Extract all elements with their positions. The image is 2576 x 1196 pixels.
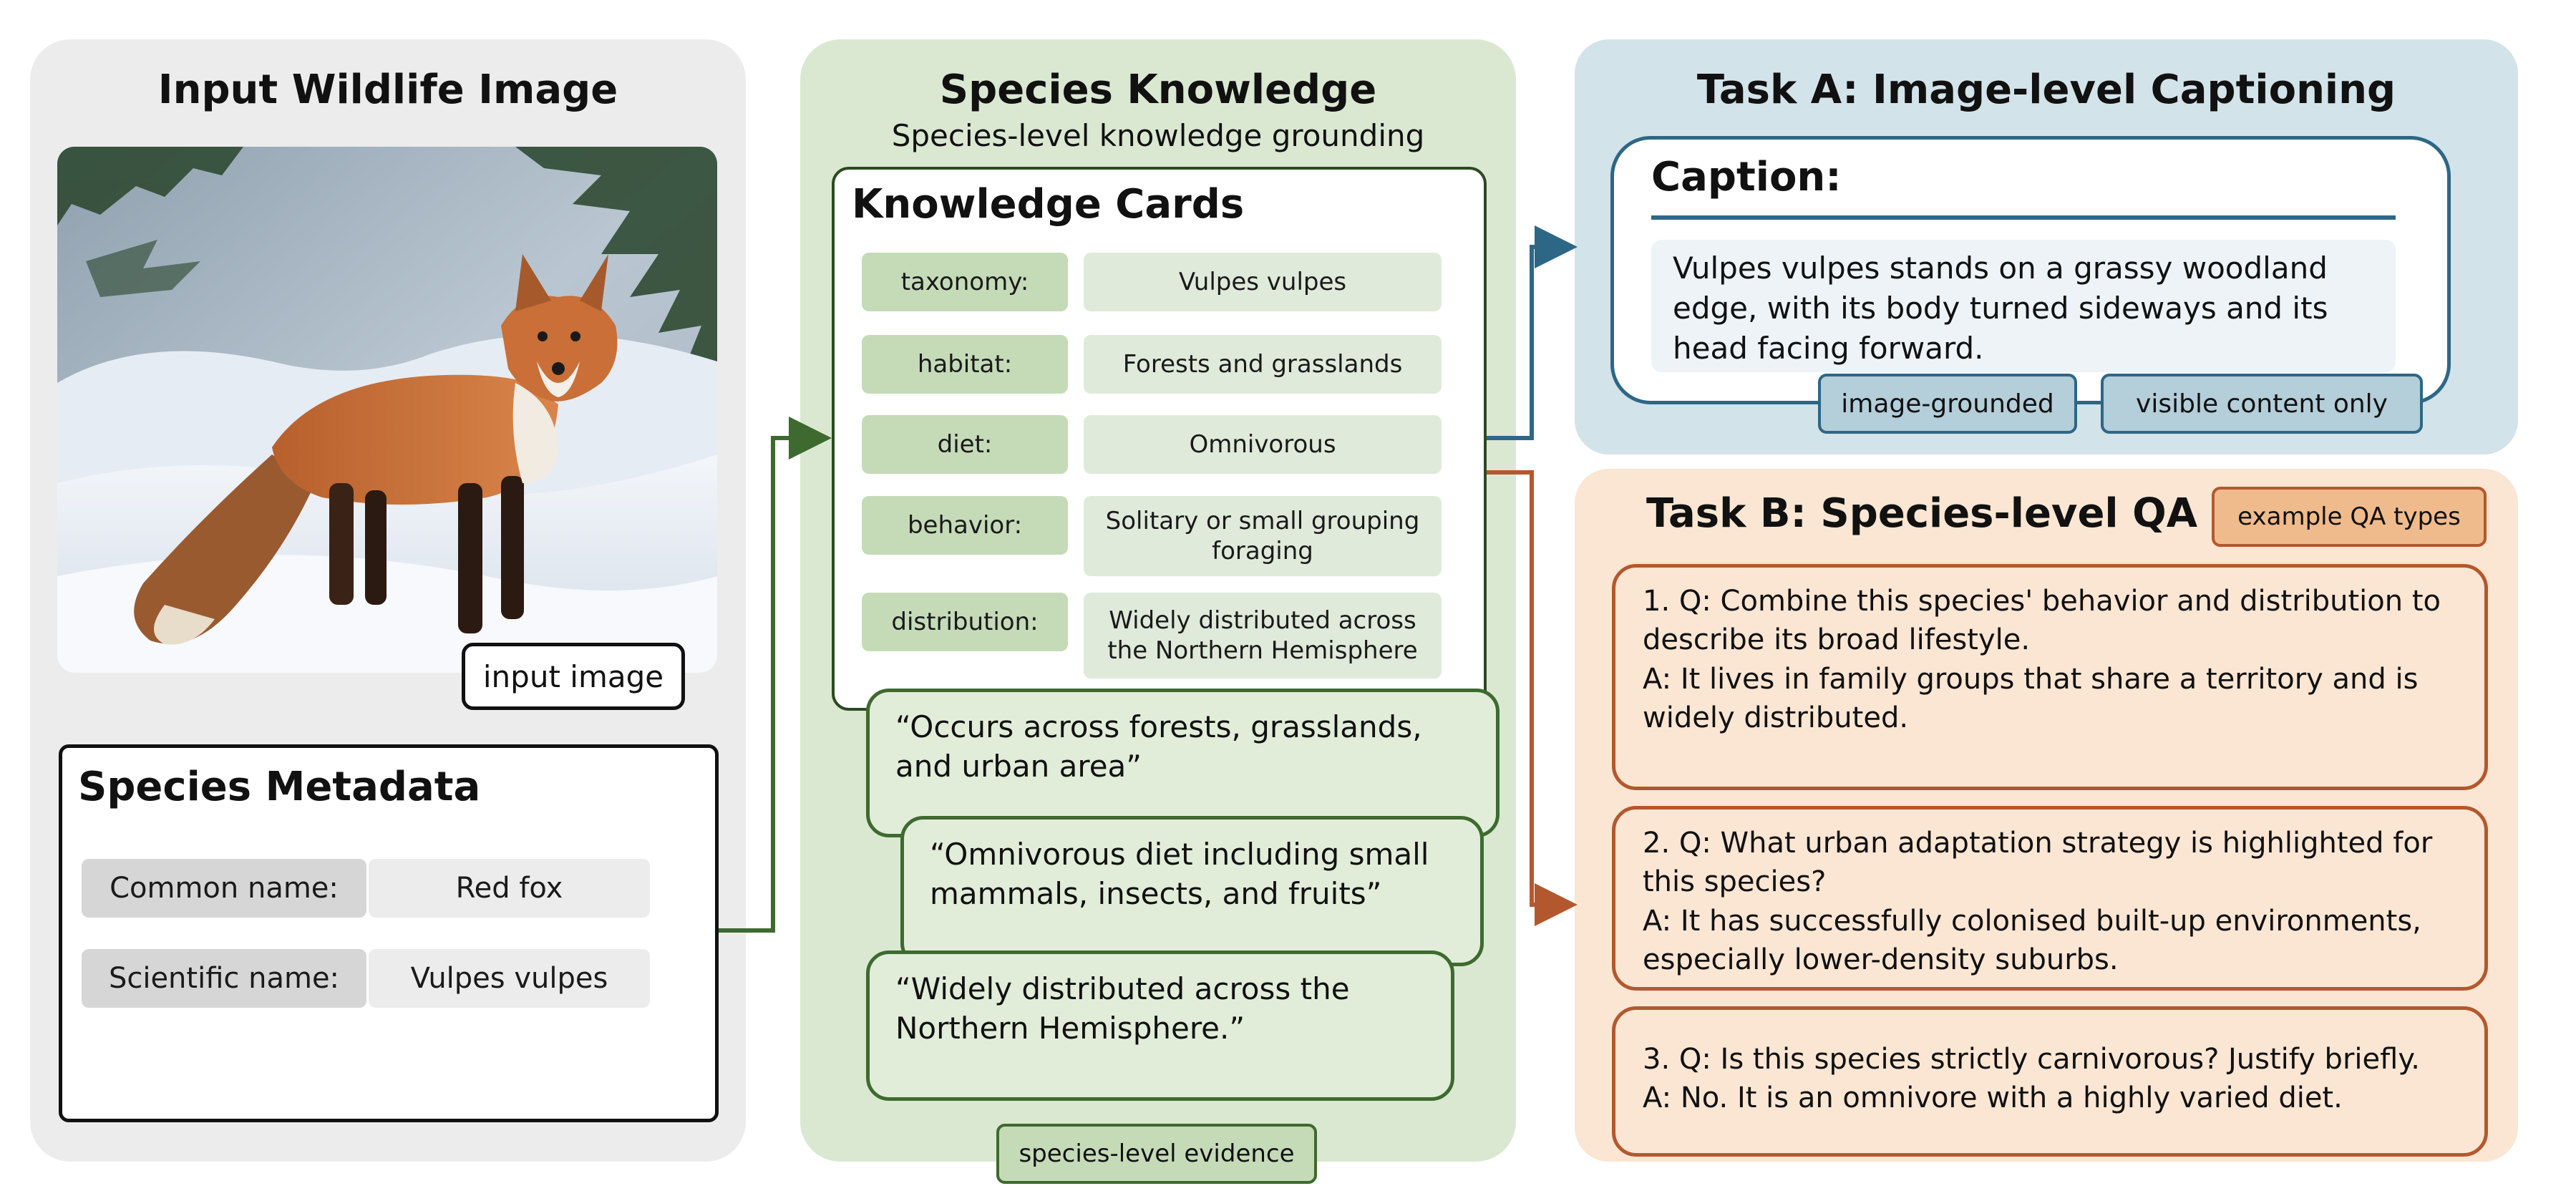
caption-text: Vulpes vulpes stands on a grassy woodlan… <box>1651 240 2396 372</box>
example-qa-types-tag: example QA types <box>2212 487 2487 547</box>
metadata-value-common: Red fox <box>369 859 650 918</box>
kc-value-behavior: Solitary or small grouping foraging <box>1084 496 1442 576</box>
qa-item-3: 3. Q: Is this species strictly carnivoro… <box>1612 1006 2488 1157</box>
kc-label-behavior: behavior: <box>862 496 1068 555</box>
species-level-evidence-tag: species-level evidence <box>996 1124 1317 1184</box>
kc-value-diet: Omnivorous <box>1084 415 1442 474</box>
visible-content-only-tag: visible content only <box>2101 374 2423 434</box>
kc-label-habitat: habitat: <box>862 335 1068 394</box>
caption-divider <box>1651 215 2396 220</box>
qa-answer-1: A: It lives in family groups that share … <box>1643 662 2419 735</box>
evidence-quote-2: “Omnivorous diet including small mammals… <box>900 816 1484 966</box>
task-a-title: Task A: Image-level Captioning <box>1696 67 2396 113</box>
metadata-label-common: Common name: <box>82 859 366 918</box>
fox-photo <box>57 147 717 673</box>
qa-question-2: 2. Q: What urban adaptation strategy is … <box>1643 827 2433 899</box>
knowledge-panel-subtitle: Species-level knowledge grounding <box>891 118 1425 153</box>
kc-value-taxonomy: Vulpes vulpes <box>1084 253 1442 311</box>
qa-answer-3: A: No. It is an omnivore with a highly v… <box>1643 1081 2343 1115</box>
caption-title: Caption: <box>1651 154 1842 200</box>
knowledge-panel-title: Species Knowledge <box>939 67 1377 113</box>
task-b-title: Task B: Species-level QA <box>1646 490 2198 537</box>
image-grounded-tag: image-grounded <box>1818 374 2077 434</box>
caption-card: Caption: Vulpes vulpes stands on a grass… <box>1610 136 2451 404</box>
qa-question-3: 3. Q: Is this species strictly carnivoro… <box>1643 1043 2420 1076</box>
qa-question-1: 1. Q: Combine this species' behavior and… <box>1643 585 2441 657</box>
kc-value-habitat: Forests and grasslands <box>1084 335 1442 394</box>
species-metadata-card: Species Metadata <box>59 744 719 1122</box>
kc-label-diet: diet: <box>862 415 1068 474</box>
kc-label-distribution: distribution: <box>862 593 1068 651</box>
qa-item-2: 2. Q: What urban adaptation strategy is … <box>1612 806 2488 991</box>
qa-item-1: 1. Q: Combine this species' behavior and… <box>1612 564 2488 790</box>
input-panel-title: Input Wildlife Image <box>157 67 618 113</box>
knowledge-cards-title: Knowledge Cards <box>852 181 1245 228</box>
kc-value-distribution: Widely distributed across the Northern H… <box>1084 593 1442 679</box>
metadata-title: Species Metadata <box>78 764 481 810</box>
evidence-quote-1: “Occurs across forests, grasslands, and … <box>866 689 1500 837</box>
kc-label-taxonomy: taxonomy: <box>862 253 1068 311</box>
metadata-label-scientific: Scientific name: <box>82 949 366 1008</box>
metadata-value-scientific: Vulpes vulpes <box>369 949 650 1008</box>
input-image-tag: input image <box>462 643 685 710</box>
qa-answer-2: A: It has successfully colonised built-u… <box>1643 904 2421 977</box>
evidence-quote-3: “Widely distributed across the Northern … <box>866 951 1454 1101</box>
wildlife-image <box>57 147 717 673</box>
